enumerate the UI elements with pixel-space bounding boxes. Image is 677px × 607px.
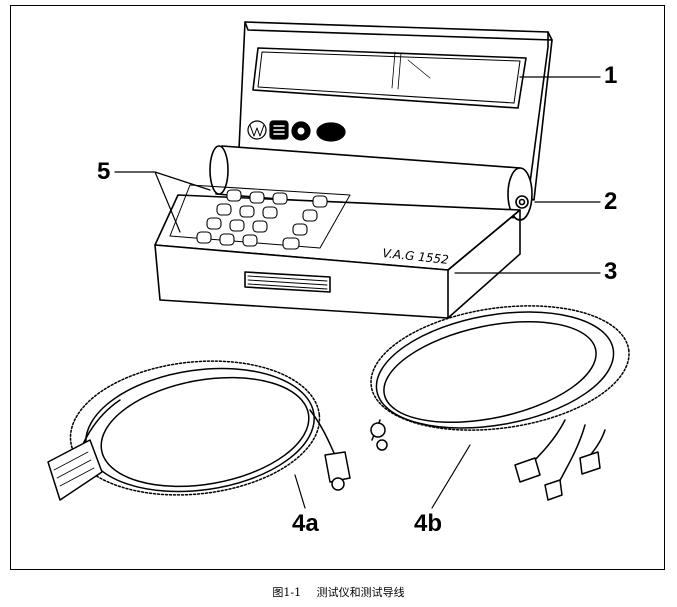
brand-logos — [247, 120, 346, 142]
figure-title: 测试仪和测试导线 — [316, 586, 405, 599]
cable-4b — [370, 305, 630, 501]
callout-4b: 4b — [414, 510, 443, 537]
keypad — [196, 189, 328, 250]
callout-3: 3 — [604, 258, 618, 285]
figure-caption: 图1-1 测试仪和测试导线 — [0, 584, 677, 600]
figure-number: 图1-1 — [272, 586, 302, 599]
device-model-label: V.A.G 1552 — [382, 246, 450, 267]
callout-1: 1 — [604, 62, 618, 89]
callout-5: 5 — [97, 158, 111, 185]
callout-4a: 4a — [292, 510, 319, 537]
callout-2: 2 — [604, 188, 618, 215]
cable-4a — [47, 360, 351, 501]
leader-lines — [114, 76, 601, 509]
